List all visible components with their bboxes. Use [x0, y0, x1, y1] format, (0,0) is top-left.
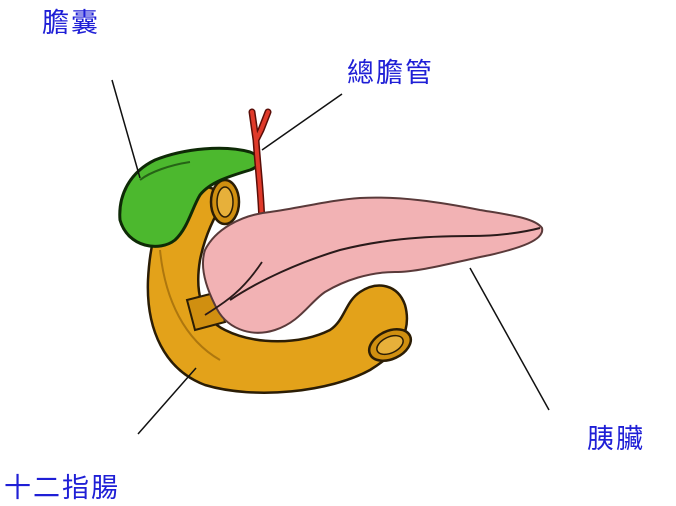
bile-duct-leader-line: [262, 94, 342, 150]
pancreas-label: 胰臟: [587, 426, 645, 453]
duodenum-label: 十二指腸: [4, 475, 120, 502]
gallbladder-label: 膽囊: [42, 10, 100, 37]
gallbladder-leader-line: [112, 80, 140, 178]
common-bile-duct-label: 總膽管: [347, 60, 434, 87]
pancreas-leader-line: [470, 268, 549, 410]
duodenum-leader-line: [138, 368, 196, 434]
